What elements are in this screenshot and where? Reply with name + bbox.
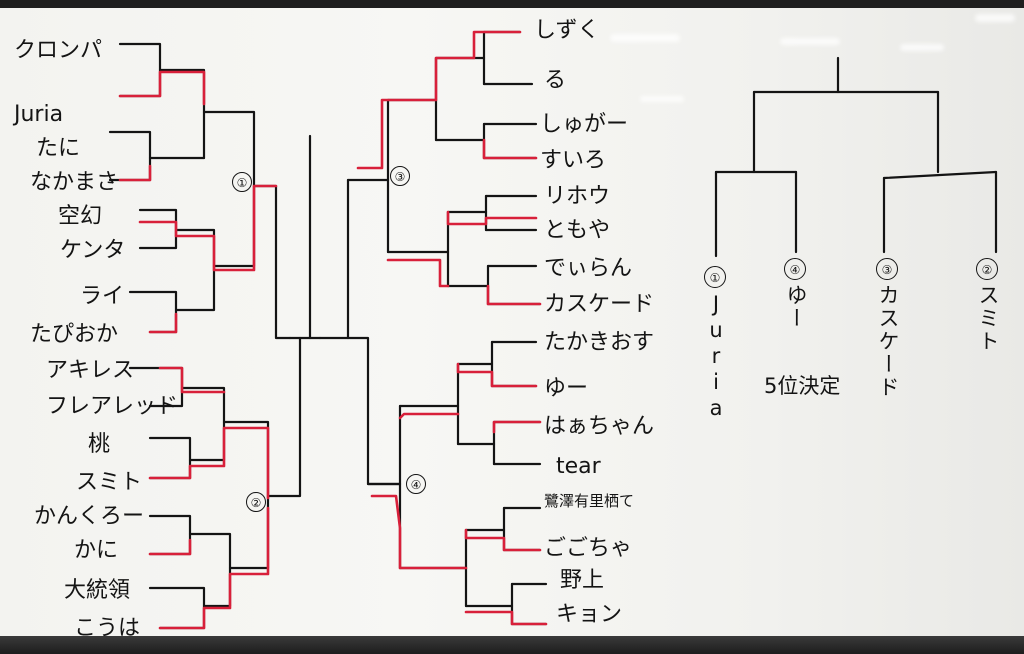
entrant-name: たに — [36, 136, 81, 161]
winner-path — [148, 312, 178, 334]
light-reflection — [640, 96, 684, 102]
entrant-name: アキレス — [46, 358, 135, 383]
winner-path — [456, 362, 538, 388]
bracket-line — [252, 184, 292, 340]
winner-path — [370, 494, 468, 570]
entrant-name: ゆー — [544, 376, 589, 401]
entrant-name: 空幻 — [58, 204, 103, 229]
entrant-name: しゅがー — [540, 112, 629, 137]
entrant-name: かに — [74, 538, 119, 563]
bracket-line — [318, 178, 350, 340]
bracket-line — [118, 42, 162, 98]
final-name: スミト — [976, 284, 1000, 353]
final-seed: ④ — [784, 258, 806, 280]
final-name: ゆー — [784, 284, 808, 330]
winner-path — [158, 506, 270, 630]
final-seed: ③ — [876, 258, 898, 280]
bracket-line — [266, 336, 302, 498]
entrant-name: すいろ — [540, 148, 607, 173]
winner-path — [398, 412, 460, 420]
bracket-line — [180, 386, 226, 462]
bracket-line — [138, 208, 178, 250]
bracket-line — [148, 586, 206, 630]
fifth-place-note: 5位決定 — [764, 374, 841, 398]
winner-path — [486, 284, 542, 306]
winner-path — [148, 426, 270, 500]
winner-path — [118, 70, 206, 106]
entrant-name: 大統領 — [64, 578, 131, 603]
bracket-line — [128, 290, 178, 334]
final-name: カスケード — [876, 284, 900, 399]
winner-path — [138, 184, 278, 272]
bracket-line — [346, 336, 402, 486]
light-reflection — [780, 38, 840, 45]
entrant-name: tear — [556, 454, 601, 479]
entrant-name: 桃 — [88, 432, 111, 457]
light-reflection — [975, 14, 1015, 22]
entrant-name: ライ — [80, 284, 125, 309]
winner-path — [464, 610, 548, 626]
winner-path — [118, 164, 152, 182]
bracket-line — [188, 532, 232, 608]
winner-path — [464, 528, 542, 552]
entrant-name: キョン — [556, 602, 623, 627]
bracket-line — [148, 514, 192, 556]
board-frame-bottom — [0, 636, 1024, 654]
final-seed: ② — [976, 258, 998, 280]
entrant-name: Juria — [14, 102, 64, 127]
block-marker: ④ — [406, 474, 426, 494]
entrant-name: フレアレッド — [46, 394, 179, 419]
entrant-name: はぁちゃん — [544, 414, 655, 439]
entrant-name: ごごちゃ — [544, 536, 633, 561]
light-reflection — [900, 44, 944, 51]
winner-path — [148, 538, 192, 556]
winner-path — [492, 420, 542, 434]
entrant-name: たぴおか — [30, 322, 119, 347]
entrant-name: クロンパ — [14, 38, 103, 63]
block-marker: ③ — [390, 166, 410, 186]
entrant-name: たかきおす — [544, 330, 655, 355]
entrant-name: る — [544, 68, 567, 93]
bracket-line — [158, 68, 206, 160]
whiteboard: クロンパ Juria たに なかまさ 空幻 ケンタ ライ たぴおか アキレス フ… — [0, 8, 1024, 640]
bracket-line — [148, 436, 192, 480]
entrant-name: でぃらん — [544, 256, 633, 281]
bracket-line — [882, 170, 998, 180]
entrant-name: リホウ — [544, 184, 611, 209]
block-marker: ② — [246, 492, 266, 512]
winner-path — [158, 366, 226, 394]
winner-path — [482, 138, 538, 160]
entrant-name: カスケード — [544, 292, 655, 317]
light-reflection — [610, 34, 680, 42]
board-frame-top — [0, 0, 1024, 8]
bracket-line — [174, 228, 216, 312]
block-marker: ① — [232, 172, 252, 192]
winner-path — [446, 210, 538, 226]
bracket-lines — [108, 30, 998, 630]
entrant-name: 野上 — [560, 568, 605, 593]
entrant-name: かんくろー — [34, 504, 145, 529]
winner-path — [386, 258, 450, 288]
entrant-name: スミト — [76, 470, 143, 495]
entrant-name: 鷺澤有里栖て — [544, 492, 635, 510]
winner-path — [356, 30, 522, 170]
entrant-name: なかまさ — [30, 170, 119, 195]
final-seed: ① — [704, 266, 726, 288]
entrant-name: ともや — [544, 218, 611, 243]
entrant-name: ケンタ — [60, 238, 126, 263]
final-name: Juria — [704, 292, 728, 422]
entrant-name: しずく — [534, 18, 600, 43]
